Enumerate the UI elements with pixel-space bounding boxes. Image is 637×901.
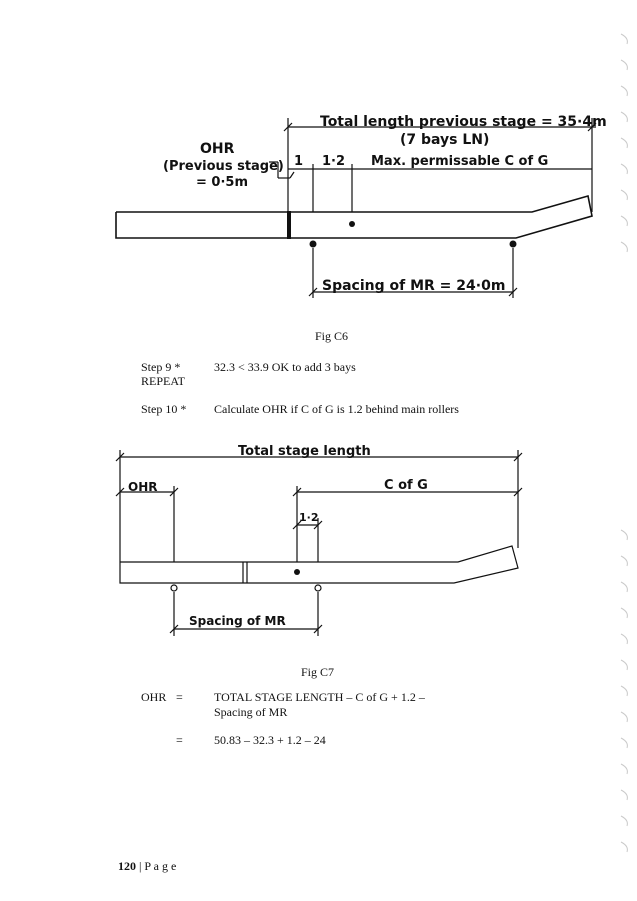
max-permissable-cog: Max. permissable C of G — [371, 154, 548, 169]
dim-1-2: 1·2 — [322, 154, 345, 169]
equation-rhs-line1: TOTAL STAGE LENGTH – C of G + 1.2 – — [214, 690, 425, 704]
equation-rhs-line2: Spacing of MR — [214, 705, 288, 719]
page-word: P a g e — [144, 859, 177, 873]
repeat-label: REPEAT — [141, 374, 186, 388]
ohr-label: OHR — [128, 480, 157, 494]
ohr-value: = 0·5m — [196, 175, 248, 190]
ohr-previous-stage: (Previous stage) — [163, 159, 284, 174]
girder-outline — [115, 194, 593, 239]
roller-left — [309, 240, 317, 248]
ohr-title: OHR — [200, 141, 235, 157]
spacing-of-mr: Spacing of MR = 24·0m — [322, 278, 505, 294]
spacing-of-mr-c7: Spacing of MR — [189, 614, 286, 628]
roller-left-c7 — [170, 584, 178, 592]
equation-equals-2: = — [176, 733, 183, 747]
total-stage-length: Total stage length — [238, 444, 371, 459]
dim-1-2-c7: 1·2 — [299, 511, 319, 524]
roller-right-c7 — [314, 584, 322, 592]
total-length-line2: (7 bays LN) — [400, 132, 489, 148]
fig-c7-caption: Fig C7 — [301, 665, 335, 679]
fig-c6-caption: Fig C6 — [315, 329, 349, 343]
page-footer: 120 | P a g e — [118, 859, 176, 874]
footer-separator: | — [139, 859, 142, 873]
step-10-label: Step 10 * — [141, 402, 187, 416]
equation-rhs-2: 50.83 – 32.3 + 1.2 – 24 — [214, 733, 326, 747]
cog-marker-c7 — [294, 569, 300, 575]
total-length-line1: Total length previous stage = 35·4m — [320, 114, 607, 130]
equation-equals-1: = — [176, 690, 183, 704]
girder-outline-c7 — [119, 545, 519, 584]
roller-right — [509, 240, 517, 248]
cog-label: C of G — [384, 478, 428, 493]
step-9-text: 32.3 < 33.9 OK to add 3 bays — [214, 360, 356, 374]
step-9-label: Step 9 * — [141, 360, 181, 374]
cog-marker — [349, 221, 355, 227]
fig-c6-diagram: Total length previous stage = 35·4m (7 b… — [115, 114, 607, 298]
page-number: 120 — [118, 859, 136, 873]
equation-lhs: OHR — [141, 690, 167, 704]
dim-1: 1 — [294, 154, 303, 169]
step-10-text: Calculate OHR if C of G is 1.2 behind ma… — [214, 402, 459, 416]
